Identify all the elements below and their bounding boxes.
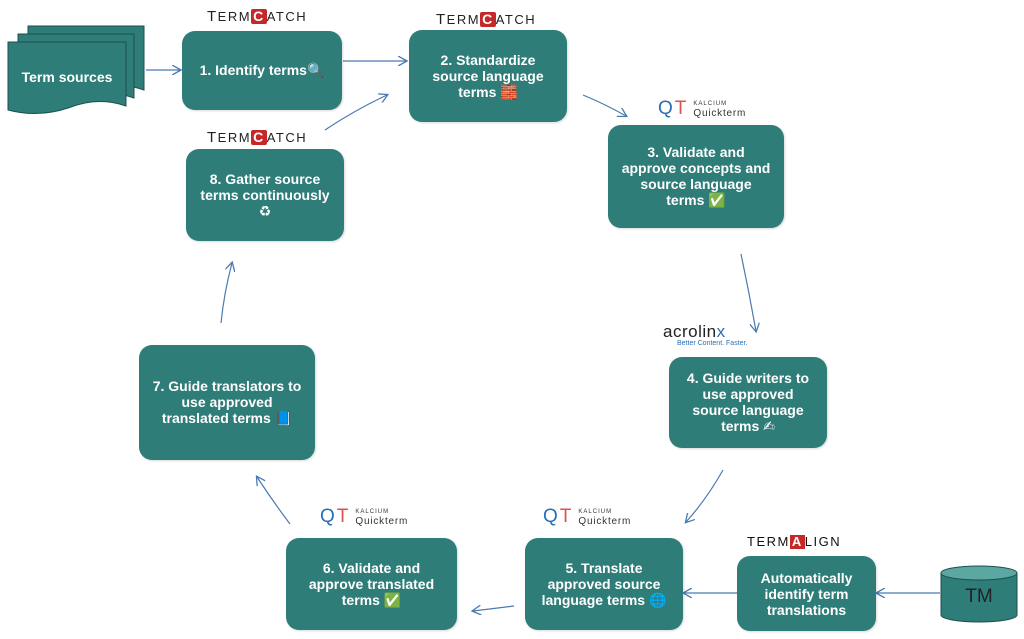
- step-1-text: 1. Identify terms: [199, 62, 307, 78]
- step-6-validate-translated: 6. Validate and approve translated terms…: [286, 538, 457, 630]
- arrow-step3-to-step4: [740, 253, 756, 331]
- step-3-validate-concepts: 3. Validate and approve concepts and sou…: [608, 125, 784, 228]
- tm-database-cylinder: [940, 565, 1018, 623]
- step-5-translate: 5. Translate approved source language te…: [525, 538, 683, 630]
- step-1-identify-terms: 1. Identify terms🔍: [182, 31, 342, 110]
- step-4-text: 4. Guide writers to use approved source …: [686, 370, 810, 434]
- auto-identify-text: Automatically identify term translations: [760, 569, 853, 618]
- bricks-icon: 🧱: [500, 84, 518, 101]
- acrolinx-logo: acrolinx Better Content. Faster.: [663, 322, 748, 347]
- tm-label: TM: [965, 586, 993, 607]
- writing-hand-icon: ✍: [763, 419, 775, 435]
- auto-identify-translations: Automatically identify term translations: [737, 556, 876, 631]
- step-2-text: 2. Standardize source language terms: [432, 51, 544, 100]
- step-8-gather-terms: 8. Gather source terms continuously ♻: [186, 149, 344, 241]
- arrow-step8-to-step2: [324, 95, 387, 131]
- magnifier-icon: 🔍: [306, 63, 325, 79]
- step-7-guide-translators: 7. Guide translators to use approved tra…: [139, 345, 315, 460]
- step-6-text: 6. Validate and approve translated terms: [308, 559, 435, 608]
- globe-icon: 🌐: [648, 592, 667, 609]
- check-mark-icon: ✅: [383, 592, 402, 609]
- term-sources-label: Term sources: [21, 69, 113, 85]
- step-8-text: 8. Gather source terms continuously: [200, 170, 330, 203]
- recycle-icon: ♻: [258, 203, 272, 220]
- arrow-step2-to-step3: [582, 94, 626, 116]
- step-3-text: 3. Validate and approve concepts and sou…: [621, 144, 771, 208]
- arrow-step4-to-step5: [686, 469, 724, 522]
- term-sources-document-stack: [7, 25, 145, 114]
- check-mark-icon: ✅: [708, 193, 726, 209]
- arrow-step6-to-step7: [257, 477, 291, 525]
- arrow-step5-to-step6: [473, 606, 515, 611]
- step-5-text: 5. Translate approved source language te…: [541, 559, 661, 608]
- arrow-step7-to-step8: [220, 263, 232, 324]
- book-icon: 📘: [274, 411, 293, 427]
- step-7-text: 7. Guide translators to use approved tra…: [152, 378, 302, 426]
- step-4-guide-writers: 4. Guide writers to use approved source …: [669, 357, 827, 448]
- step-2-standardize: 2. Standardize source language terms 🧱: [409, 30, 567, 122]
